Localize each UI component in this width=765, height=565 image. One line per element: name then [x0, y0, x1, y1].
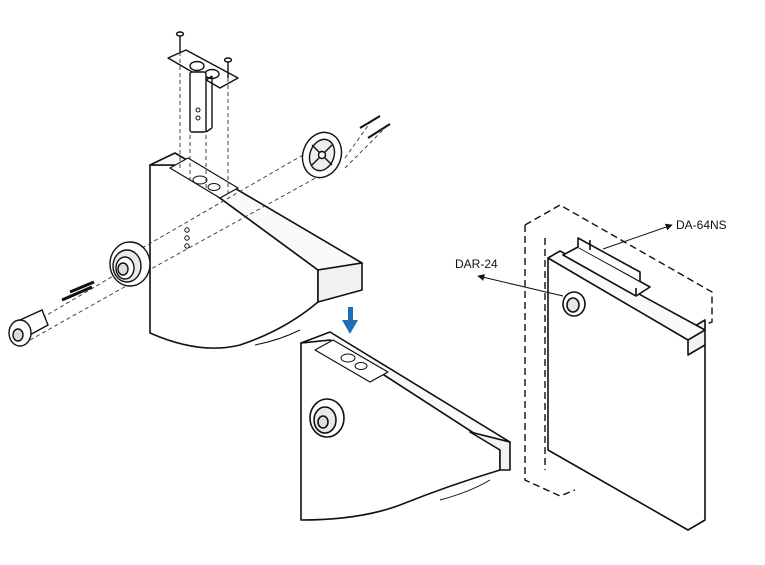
label-dar-24: DAR-24 [455, 257, 498, 271]
door-panel [547, 237, 706, 531]
thumb-knob-part [8, 280, 95, 347]
thumb-turn-part [301, 115, 391, 179]
door-edge-assembled [300, 331, 511, 521]
down-arrow-icon [342, 307, 358, 334]
mortise-bolt-part [167, 31, 239, 133]
assembly-guide-lines [29, 52, 386, 341]
label-da-64ns: DA-64NS [676, 218, 727, 232]
strike-ring-part [109, 241, 151, 287]
callout-leaders [477, 223, 673, 297]
door-edge-exploded [149, 152, 363, 349]
